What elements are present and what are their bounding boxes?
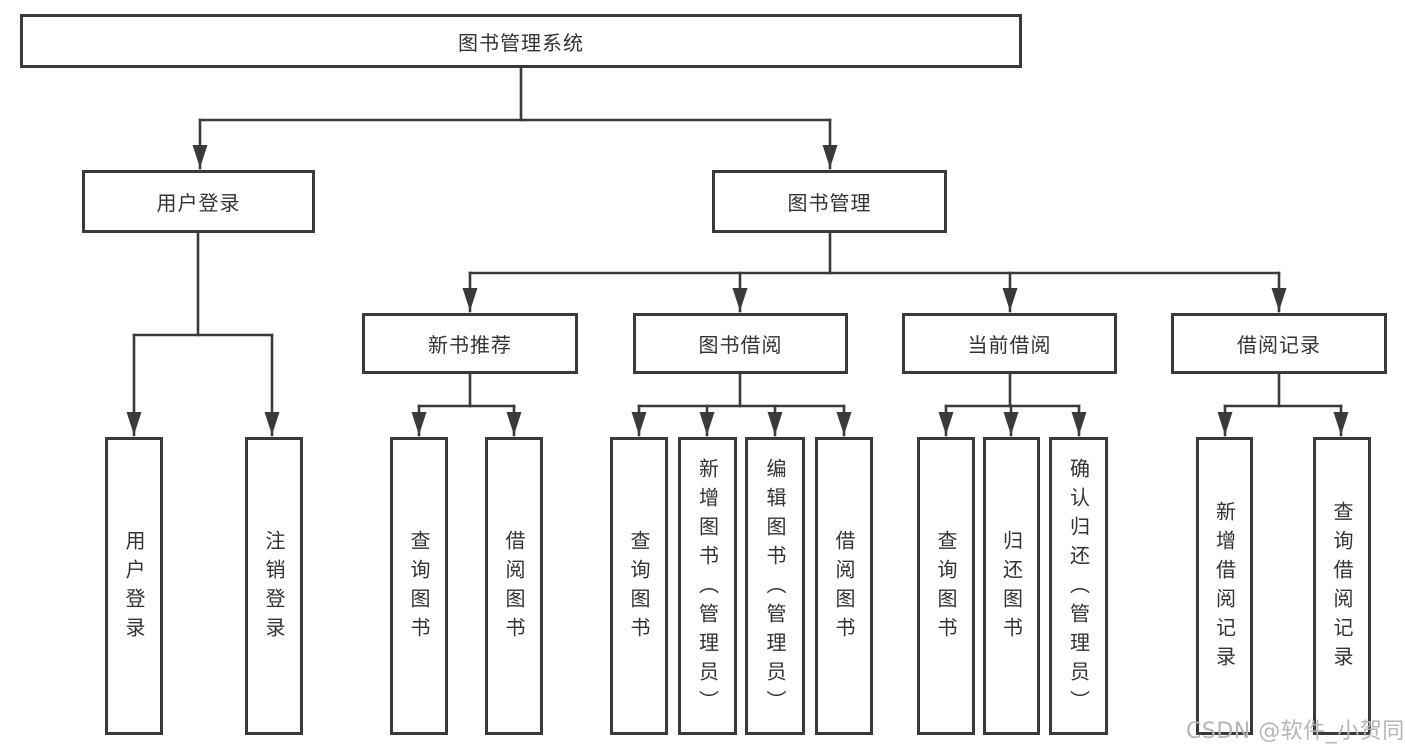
node-user-login: 用户登录: [82, 170, 315, 233]
node-current-borrowing: 当前借阅: [902, 313, 1117, 374]
leaf-bb-edit-book-admin: 编辑图书（管理员）: [745, 437, 805, 735]
csdn-watermark: CSDN @软件_小贺同学: [1186, 719, 1405, 744]
leaf-rec-borrow-book: 借阅图书: [485, 437, 543, 735]
leaf-bb-borrow-book: 借阅图书: [815, 437, 873, 735]
leaf-bb-add-book-admin: 新增图书（管理员）: [678, 437, 737, 735]
leaf-cb-query-book: 查询图书: [917, 437, 975, 735]
leaf-rec-query-book: 查询图书: [390, 437, 448, 735]
node-library-management-system: 图书管理系统: [20, 14, 1022, 68]
leaf-user-login: 用户登录: [105, 437, 163, 735]
node-borrow-records: 借阅记录: [1171, 313, 1387, 374]
node-book-management: 图书管理: [712, 170, 947, 233]
leaf-br-add-record: 新增借阅记录: [1196, 437, 1253, 735]
node-new-book-recommend: 新书推荐: [362, 313, 578, 374]
leaf-bb-query-book: 查询图书: [610, 437, 668, 735]
leaf-cb-confirm-return-admin: 确认归还（管理员）: [1049, 437, 1108, 735]
leaf-cb-return-book: 归还图书: [983, 437, 1040, 735]
leaf-br-query-record: 查询借阅记录: [1313, 437, 1371, 735]
leaf-logout: 注销登录: [245, 437, 303, 735]
node-book-borrowing: 图书借阅: [633, 313, 848, 374]
